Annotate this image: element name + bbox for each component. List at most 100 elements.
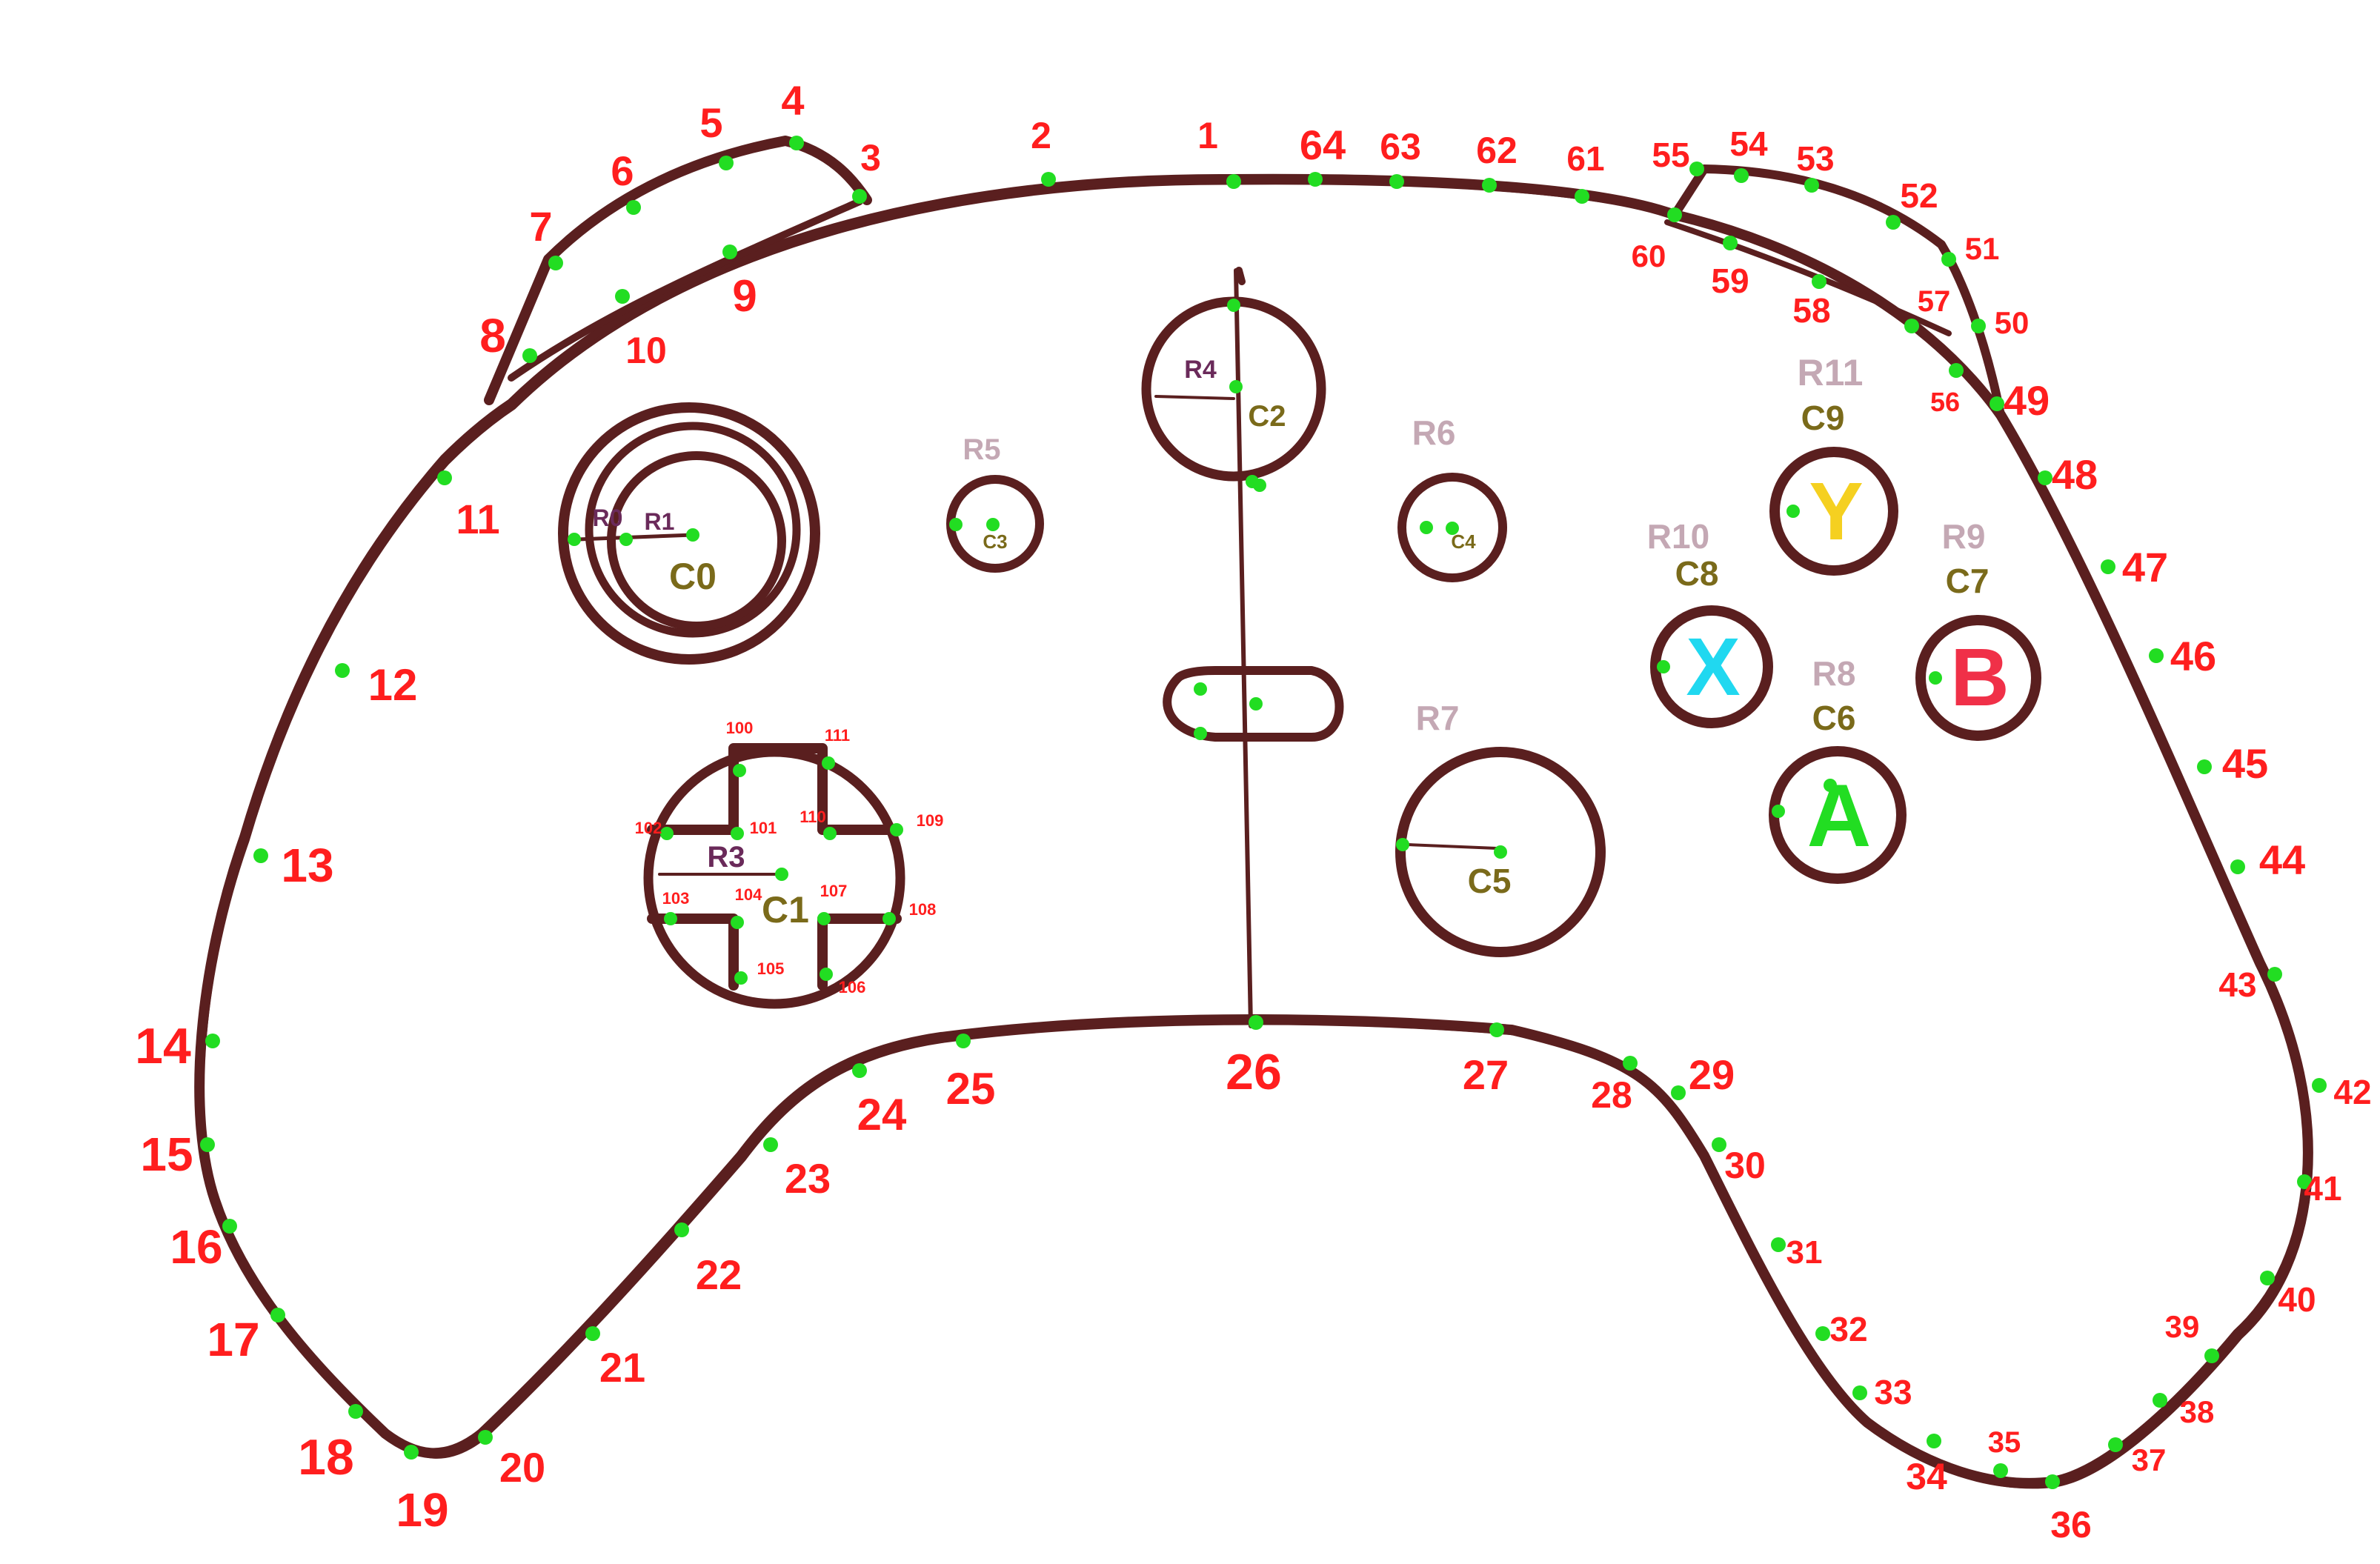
outline-point-label-2: 2 [1031,115,1051,156]
outline-point-label-10: 10 [625,330,667,371]
shape-key-dot-1 [619,533,633,546]
outline-point-label-13: 13 [281,839,333,892]
outline-point-label-29: 29 [1689,1051,1735,1098]
outline-point-dot-42 [2312,1078,2327,1093]
outline-point-dot-20 [478,1430,493,1445]
outline-point-dot-64 [1308,172,1323,187]
outline-point-label-15: 15 [140,1128,193,1181]
shape-key-dot-9 [1194,727,1207,740]
right-stick-radius-line [1406,843,1498,850]
outline-point-dot-25 [956,1034,971,1048]
outline-point-dot-22 [674,1222,689,1237]
left-stick-inner-ring [607,451,786,630]
outline-point-dot-19 [404,1445,419,1460]
outline-point-dot-27 [1489,1022,1504,1037]
left-bumper-inner-edge [508,198,863,382]
dpad-point-label-107: 107 [820,882,848,900]
outline-point-dot-38 [2153,1393,2167,1408]
outline-point-label-19: 19 [396,1483,448,1537]
dpad-point-label-104: 104 [735,885,762,904]
outline-point-dot-53 [1804,178,1819,193]
left-stick-radius-lines [576,533,695,542]
outline-point-dot-28 [1623,1056,1638,1071]
controller-outline-drawing [194,136,2313,1489]
outline-point-dot-4 [789,136,804,150]
face-button-y-glyph: Y [1809,466,1863,557]
dpad-point-dot-103 [664,912,677,925]
dpad-point-dot-102 [660,827,674,840]
shape-key-dot-21 [1253,479,1266,492]
outline-point-dot-11 [437,470,452,485]
outline-point-dot-30 [1712,1137,1726,1152]
shape-key-dot-8 [1194,682,1207,696]
dpad-point-dot-111 [822,756,835,770]
face-button-x-glyph: X [1686,622,1740,713]
outline-point-dot-46 [2149,648,2164,663]
outline-point-label-63: 63 [1380,126,1421,167]
outline-point-label-50: 50 [1995,305,2030,340]
outline-point-label-14: 14 [135,1018,191,1074]
outline-point-label-23: 23 [785,1155,831,1202]
outline-point-label-31: 31 [1786,1234,1823,1271]
dpad-point-label-111: 111 [825,726,850,745]
outline-point-dot-17 [270,1308,285,1322]
outline-point-dot-16 [222,1219,237,1234]
outline-point-label-35: 35 [1988,1426,2021,1459]
shape-key-dot-18 [1657,660,1670,673]
outline-point-dot-13 [253,848,268,863]
dpad-point-label-110: 110 [800,808,826,826]
outline-point-dot-9 [722,244,737,259]
face-button-b-ring [1915,615,2041,741]
outline-point-dot-33 [1852,1385,1867,1400]
right-stick-ring [1395,747,1606,957]
dpad-point-label-109: 109 [917,811,944,830]
shape-key-dot-4 [1227,299,1240,312]
dpad-point-label-106: 106 [839,978,866,996]
dpad-point-label-103: 103 [662,889,690,908]
shape-key-dot-3 [775,868,788,881]
outline-point-label-28: 28 [1591,1074,1632,1116]
outline-point-label-55: 55 [1652,136,1689,174]
shape-key-dot-17 [1929,671,1942,685]
center-label-c5: C5 [1468,862,1512,900]
outline-point-label-57: 57 [1918,285,1951,318]
outline-point-dot-41 [2297,1174,2312,1189]
outline-point-dot-3 [852,189,867,204]
outline-point-dot-63 [1389,174,1404,189]
outline-point-dot-24 [852,1063,867,1078]
outline-point-label-39: 39 [2165,1309,2200,1344]
outline-point-label-25: 25 [946,1064,996,1114]
outline-point-label-58: 58 [1792,291,1830,330]
guide-button-radius-line [1154,395,1235,400]
center-label-c4: C4 [1451,530,1476,553]
radius-label-r5: R5 [963,433,1000,466]
outline-point-dot-61 [1575,189,1589,204]
outline-point-label-27: 27 [1463,1051,1509,1098]
radius-label-r3: R3 [707,841,745,873]
dpad-point-dot-101 [731,827,744,840]
center-label-c9: C9 [1801,399,1845,437]
outline-point-dot-58 [1812,274,1826,289]
radius-label-r10: R10 [1647,517,1709,556]
center-axis-line [1234,268,1253,1028]
outline-point-label-11: 11 [456,496,499,542]
outline-point-dot-48 [2038,470,2052,485]
outline-point-dot-44 [2230,859,2245,874]
dpad-point-label-102: 102 [635,819,662,837]
dpad-point-label-101: 101 [750,819,777,837]
outline-point-dot-47 [2101,559,2115,574]
dpad-point-dot-100 [733,764,746,777]
outline-point-dot-8 [522,348,537,363]
dpad-point-dot-110 [823,827,837,840]
right-bumper-outline [1670,164,2005,419]
outline-point-dot-60 [1667,207,1682,222]
radius-label-r9: R9 [1942,517,1986,556]
dpad-point-label-100: 100 [726,719,754,737]
shape-key-dot-2 [568,533,581,546]
outline-point-label-4: 4 [781,77,804,124]
outline-point-label-36: 36 [2050,1504,2092,1545]
outline-point-label-52: 52 [1900,176,1938,215]
outline-point-dot-56 [1949,363,1964,378]
radius-label-r6: R6 [1412,413,1456,452]
